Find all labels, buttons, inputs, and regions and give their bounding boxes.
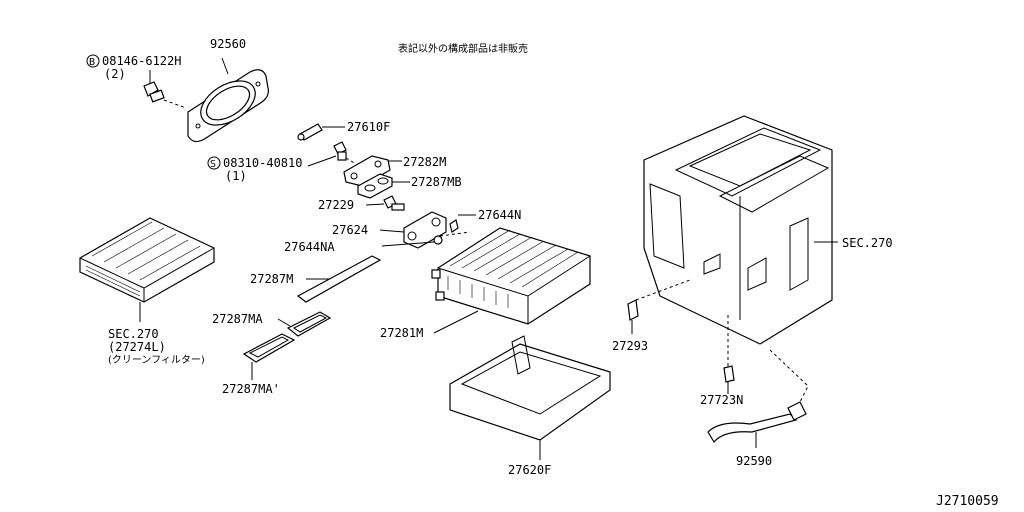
label-27644n: 27644N <box>478 208 521 222</box>
bolt-08146-6122h <box>143 70 187 109</box>
part-27644na-oring <box>381 235 443 247</box>
label-92560: 92560 <box>210 37 246 51</box>
label-27281m: 27281M <box>380 326 423 340</box>
bolt-prefix-icon: B <box>86 54 100 68</box>
label-27293: 27293 <box>612 339 648 353</box>
part-27610f-clip <box>297 123 345 141</box>
part-27282m-bracket <box>343 155 402 187</box>
label-27624: 27624 <box>332 223 368 237</box>
label-screw-08310: 08310-40810 <box>223 156 302 170</box>
label-sec270-filter: SEC.270 <box>108 327 159 341</box>
diagram-code: J2710059 <box>936 494 999 509</box>
label-sec270-unit: SEC.270 <box>842 236 893 250</box>
part-27281m-evaporator <box>431 227 591 334</box>
note-text: 表記以外の構成部品は非販売 <box>398 42 528 55</box>
part-27644n-oring <box>449 214 476 233</box>
label-bolt-qty: (2) <box>104 67 126 81</box>
label-92590: 92590 <box>736 454 772 468</box>
svg-text:S: S <box>210 159 216 170</box>
screw-prefix-icon: S <box>207 156 221 170</box>
part-27287ma-prime-seal <box>242 333 296 380</box>
label-clean-filter: (クリーンフィルター) <box>108 354 205 366</box>
label-screw-qty: (1) <box>225 169 247 183</box>
part-92590-hose <box>707 349 809 448</box>
part-92560-gasket <box>187 57 269 143</box>
part-27620f-case <box>449 335 611 460</box>
part-27723n-clip <box>723 312 735 394</box>
label-bolt-08146: 08146-6122H <box>102 54 181 68</box>
svg-text:B: B <box>89 57 95 68</box>
label-27287ma-prime: 27287MA' <box>222 382 280 396</box>
label-27287mb: 27287MB <box>411 175 462 189</box>
part-27624-valve <box>379 211 471 249</box>
part-27287m-strip <box>296 255 382 303</box>
label-27287m: 27287M <box>250 272 293 286</box>
part-27229-screw <box>365 195 405 211</box>
label-27282m: 27282M <box>403 155 446 169</box>
label-27723n: 27723N <box>700 393 743 407</box>
part-27287ma-seal <box>277 311 332 337</box>
label-27229: 27229 <box>318 198 354 212</box>
label-27610f: 27610F <box>347 120 390 134</box>
label-27620f: 27620F <box>508 463 551 477</box>
part-cabin-filter <box>79 217 215 322</box>
part-hvac-unit <box>643 115 838 345</box>
part-27293-clip <box>627 279 691 334</box>
label-27644na: 27644NA <box>284 240 335 254</box>
part-27287mb-gasket <box>357 173 410 199</box>
label-27274l: (27274L) <box>108 340 166 354</box>
label-27287ma: 27287MA <box>212 312 263 326</box>
screw-08310-40810 <box>307 141 357 167</box>
